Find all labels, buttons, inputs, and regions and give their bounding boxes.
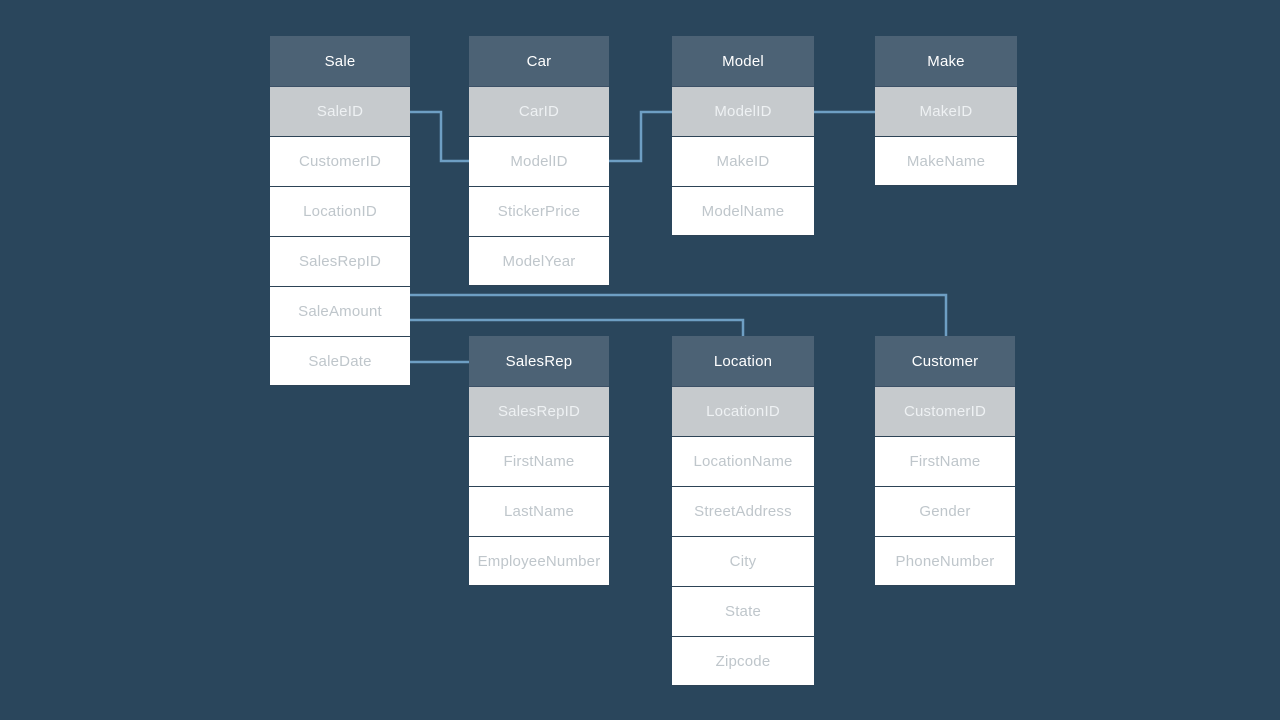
field-lastname[interactable]: LastName xyxy=(469,486,609,536)
entity-title-location: Location xyxy=(672,336,814,386)
field-state[interactable]: State xyxy=(672,586,814,636)
field-streetaddress[interactable]: StreetAddress xyxy=(672,486,814,536)
field-city[interactable]: City xyxy=(672,536,814,586)
entity-title-salesrep: SalesRep xyxy=(469,336,609,386)
field-locationname[interactable]: LocationName xyxy=(672,436,814,486)
field-firstname[interactable]: FirstName xyxy=(875,436,1015,486)
field-locationid[interactable]: LocationID xyxy=(270,186,410,236)
field-salesrepid[interactable]: SalesRepID xyxy=(270,236,410,286)
entity-title-sale: Sale xyxy=(270,36,410,86)
primary-key-field-modelid[interactable]: ModelID xyxy=(672,86,814,136)
relationship-car-modelid-to-sale-saleid xyxy=(407,110,472,163)
field-makeid[interactable]: MakeID xyxy=(672,136,814,186)
entity-title-model: Model xyxy=(672,36,814,86)
primary-key-field-salesrepid[interactable]: SalesRepID xyxy=(469,386,609,436)
relationship-model-modelid-to-car-modelid xyxy=(607,110,674,163)
field-modelid[interactable]: ModelID xyxy=(469,136,609,186)
field-firstname[interactable]: FirstName xyxy=(469,436,609,486)
field-makename[interactable]: MakeName xyxy=(875,136,1017,186)
primary-key-field-locationid[interactable]: LocationID xyxy=(672,386,814,436)
relationship-sale-locationid-to-location xyxy=(407,318,745,338)
primary-key-field-makeid[interactable]: MakeID xyxy=(875,86,1017,136)
relationship-sale-customerid-to-customer xyxy=(407,293,948,338)
primary-key-field-customerid[interactable]: CustomerID xyxy=(875,386,1015,436)
entity-title-car: Car xyxy=(469,36,609,86)
field-employeenumber[interactable]: EmployeeNumber xyxy=(469,536,609,586)
field-phonenumber[interactable]: PhoneNumber xyxy=(875,536,1015,586)
primary-key-field-carid[interactable]: CarID xyxy=(469,86,609,136)
field-gender[interactable]: Gender xyxy=(875,486,1015,536)
entity-title-customer: Customer xyxy=(875,336,1015,386)
entity-title-make: Make xyxy=(875,36,1017,86)
field-zipcode[interactable]: Zipcode xyxy=(672,636,814,686)
field-stickerprice[interactable]: StickerPrice xyxy=(469,186,609,236)
field-customerid[interactable]: CustomerID xyxy=(270,136,410,186)
field-saleamount[interactable]: SaleAmount xyxy=(270,286,410,336)
field-saledate[interactable]: SaleDate xyxy=(270,336,410,386)
primary-key-field-saleid[interactable]: SaleID xyxy=(270,86,410,136)
field-modelname[interactable]: ModelName xyxy=(672,186,814,236)
field-modelyear[interactable]: ModelYear xyxy=(469,236,609,286)
